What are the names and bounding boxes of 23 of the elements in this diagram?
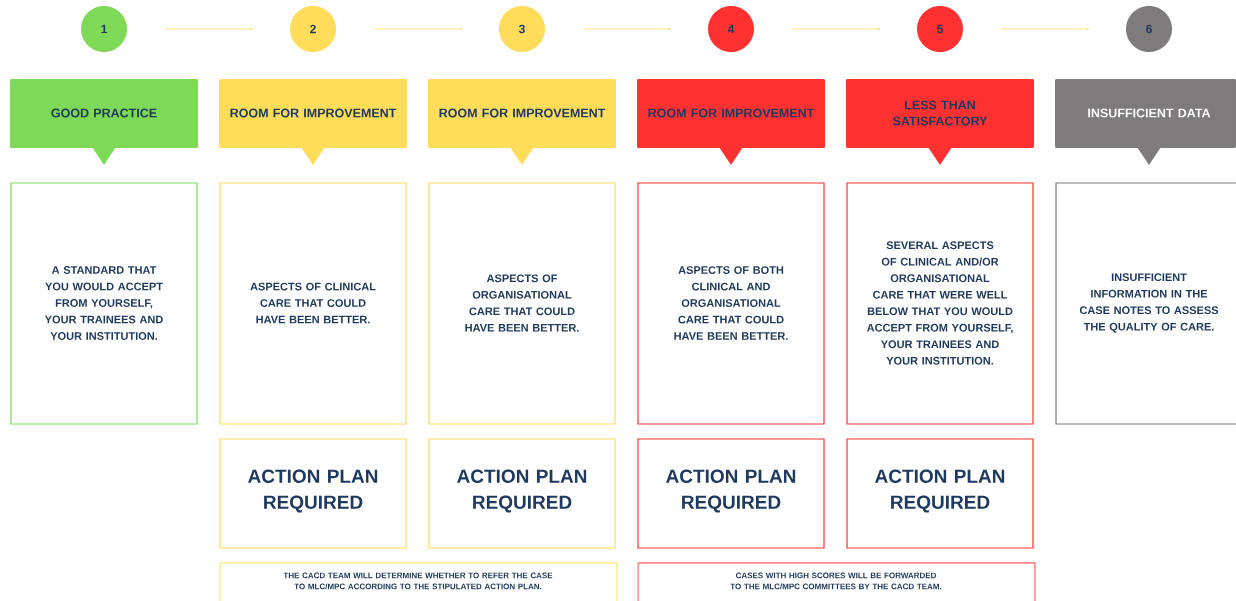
description-box: ASPECTS OF CLINICAL CARE THAT COULD HAVE BEEN BETTER. (219, 182, 407, 425)
arrow (791, 27, 881, 31)
arrow (164, 27, 254, 31)
description-box: A STANDARD THAT YOU WOULD ACCEPT FROM YOURSELF, YOUR TRAINEES AND YOUR INSTITUTION. (10, 182, 198, 425)
callout-box: LESS THAN SATISFACTORY (846, 79, 1034, 165)
callout-box: GOOD PRACTICE (10, 79, 198, 165)
action-box: ACTION PLAN REQUIRED (846, 438, 1034, 549)
note-box: THE CACD TEAM WILL DETERMINE WHETHER TO REFER THE CASE TO MLC/MPC ACCORDING TO THE STIPULATED ACTION PLAN. (219, 562, 618, 601)
action-box: ACTION PLAN REQUIRED (637, 438, 825, 549)
callout-box: ROOM FOR IMPROVEMENT (219, 79, 407, 165)
arrow (373, 27, 463, 31)
callout-box: ROOM FOR IMPROVEMENT (428, 79, 616, 165)
arrow (1000, 27, 1090, 31)
action-box: ACTION PLAN REQUIRED (219, 438, 407, 549)
callout-box: INSUFFICIENT DATA (1055, 79, 1236, 165)
description-box: ASPECTS OF ORGANISATIONAL CARE THAT COULD HAVE BEEN BETTER. (428, 182, 616, 425)
callout-box: ROOM FOR IMPROVEMENT (637, 79, 825, 165)
description-box: INSUFFICIENT INFORMATION IN THE CASE NOTES TO ASSESS THE QUALITY OF CARE. (1055, 182, 1236, 425)
description-box: SEVERAL ASPECTS OF CLINICAL AND/OR ORGANISATIONAL CARE THAT WERE WELL BELOW THAT YOU WOULD ACCEPT FROM YOURSELF, YOUR TRAINEES AND YOUR INSTITUTION. (846, 182, 1034, 425)
action-box: ACTION PLAN REQUIRED (428, 438, 616, 549)
description-box: ASPECTS OF BOTH CLINICAL AND ORGANISATIONAL CARE THAT COULD HAVE BEEN BETTER. (637, 182, 825, 425)
arrow (582, 27, 672, 31)
note-box: CASES WITH HIGH SCORES WILL BE FORWARDED TO THE MLC/MPC COMMITTEES BY THE CACD TEAM. (637, 562, 1036, 601)
